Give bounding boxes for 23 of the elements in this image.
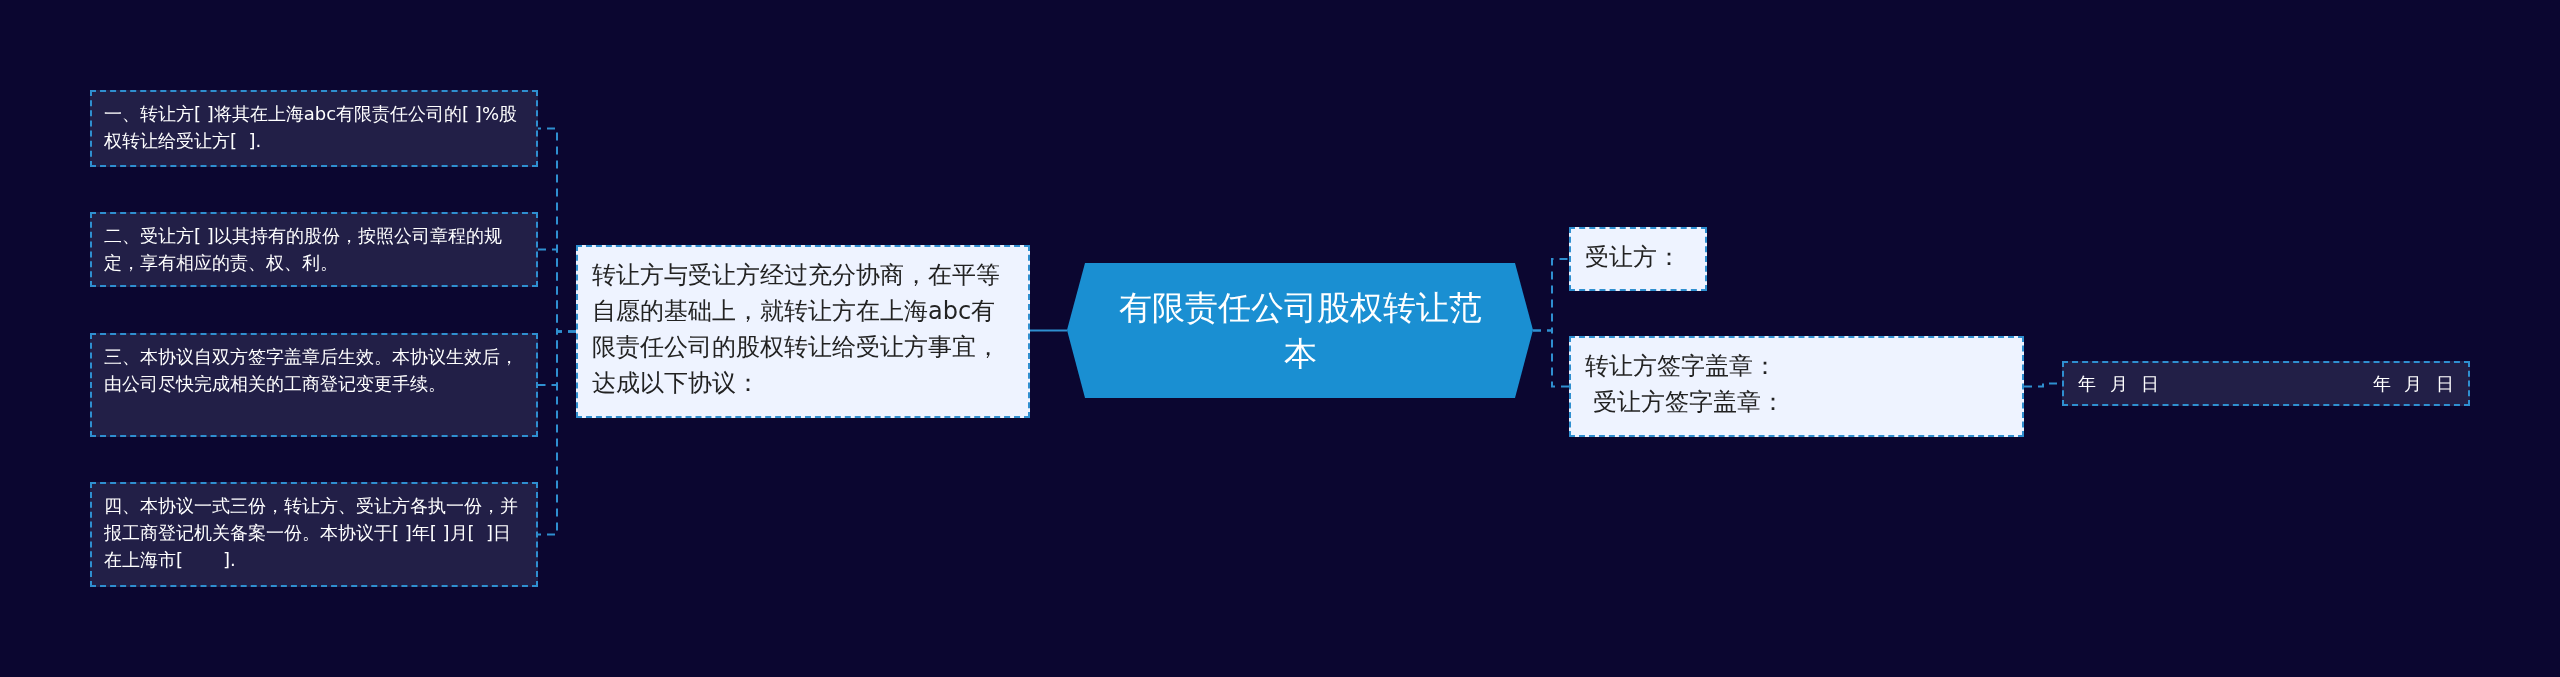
topic-text: 四、本协议一式三份，转让方、受让方各执一份，并报工商登记机关备案一份。本协议于[ ]年[ ]月[ ]日在上海市[ ]. bbox=[104, 494, 519, 572]
topic-text: 一、转让方[ ]将其在上海abc有限责任公司的[ ]%股权转让给受让方[ ]. bbox=[104, 102, 518, 153]
topic-text: 受让方： bbox=[1585, 242, 1682, 273]
topic-box bbox=[576, 245, 1030, 418]
topic-box bbox=[90, 482, 538, 587]
connector-line bbox=[1532, 329, 1570, 388]
topic-box bbox=[90, 333, 538, 437]
connector-line bbox=[537, 330, 577, 536]
topic-text: 受让方签字盖章： bbox=[1592, 387, 1786, 418]
topic-text: 转让方签字盖章： bbox=[1585, 351, 1778, 382]
topic-text: 年 月 日 bbox=[2372, 372, 2454, 396]
topic-text: 年 月 日 bbox=[2078, 372, 2160, 396]
topic-box bbox=[2062, 361, 2470, 406]
central-topic-hexagon bbox=[1067, 263, 1533, 398]
topic-text: 三、本协议自双方签字盖章后生效。本协议生效后，由公司尽快完成相关的工商登记变更手续。 bbox=[104, 345, 519, 396]
topic-box bbox=[90, 90, 538, 167]
topic-text: 二、受让方[ ]以其持有的股份，按照公司章程的规定，享有相应的责、权、利。 bbox=[104, 224, 503, 275]
topic-box bbox=[1569, 227, 1707, 291]
topic-box bbox=[90, 212, 538, 287]
topic-box bbox=[1569, 336, 2024, 437]
topic-text: 有限责任公司股权转让范本 bbox=[1117, 286, 1483, 375]
connector-line bbox=[1029, 329, 1068, 332]
topic-text: 转让方与受让方经过充分协商，在平等自愿的基础上，就转让方在上海abc有限责任公司的股权转让给受让方事宜，达成以下协议： bbox=[592, 260, 1001, 399]
